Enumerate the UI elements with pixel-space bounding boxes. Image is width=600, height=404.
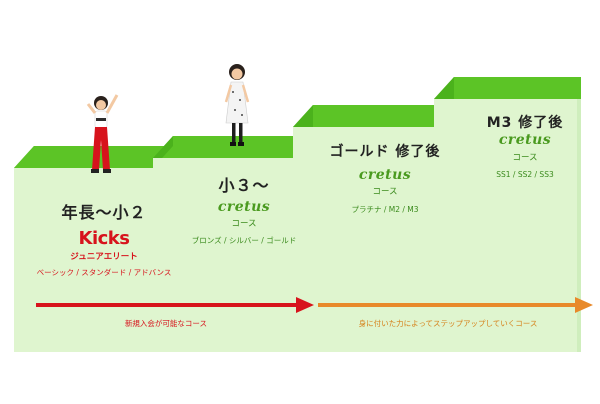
kicks-logo: Kicks xyxy=(78,228,130,249)
cretus-logo-3: cretus xyxy=(358,167,412,183)
step-4-courses: SS1 / SS2 / SS3 xyxy=(496,170,554,179)
step-2-courses: ブロンズ / シルバー / ゴールド xyxy=(191,236,297,245)
red-arrow-head xyxy=(296,297,314,313)
step-2-sub: コース xyxy=(231,219,257,229)
step-3-heading: ゴールド 修了後 xyxy=(329,144,441,160)
stair-top-4 xyxy=(434,77,581,99)
orange-arrow-head xyxy=(575,297,593,313)
step-1-courses: ベーシック / スタンダード / アドバンス xyxy=(36,268,172,277)
stair-front xyxy=(14,99,581,352)
cretus-logo-4: cretus xyxy=(498,132,552,148)
step-4-sub: コース xyxy=(512,153,538,163)
stair-top-2 xyxy=(153,136,313,158)
step-1-sub: ジュニアエリート xyxy=(70,252,138,262)
red-arrow-label: 新規入会が可能なコース xyxy=(124,319,208,328)
step-4-heading: M3 修了後 xyxy=(486,115,564,131)
step-3-sub: コース xyxy=(372,187,398,197)
step-2-heading: 小３〜 xyxy=(218,176,270,195)
stair-top-3 xyxy=(293,105,454,127)
child-figure-2 xyxy=(224,64,250,146)
step-1-heading: 年長〜小２ xyxy=(61,203,147,222)
child-figure-1 xyxy=(86,94,119,173)
step-3-courses: プラチナ / M2 / M3 xyxy=(351,205,419,214)
orange-arrow-label: 身に付いた力によってステップアップしていくコース xyxy=(358,319,538,328)
cretus-logo-2: cretus xyxy=(217,199,271,215)
